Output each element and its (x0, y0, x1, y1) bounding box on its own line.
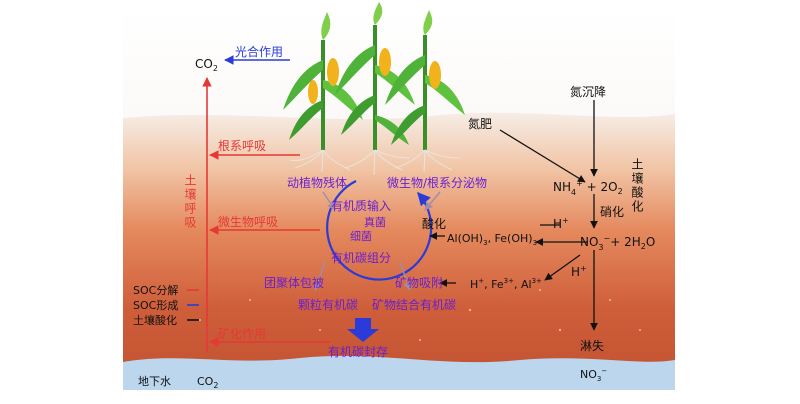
acidification-label: 酸化 (422, 216, 446, 231)
svg-text:SOC分解: SOC分解 (133, 283, 178, 297)
bacteria-label: 细菌 (350, 230, 372, 243)
sequestration-arrow (347, 318, 379, 342)
ammonium-label: NH4+ + 2O2 (553, 179, 623, 197)
photosynthesis-label: 光合作用 (235, 44, 283, 59)
legend: SOC分解 SOC形成 土壤酸化 (133, 283, 199, 327)
cation-release-arrow (544, 254, 581, 281)
organic-carbon-component-label: 有机碳组分 (331, 251, 391, 265)
corn-plant-right (385, 10, 465, 150)
co2-top-label: CO2 (195, 57, 218, 73)
nitrogen-arrows (429, 100, 598, 331)
svg-text:土壤酸化: 土壤酸化 (133, 313, 177, 327)
nitrogen-fertilizer-label: 氮肥 (468, 116, 492, 131)
svg-text:SOC形成: SOC形成 (133, 299, 178, 312)
corn-plants (283, 2, 465, 176)
secondary-arrows (313, 191, 441, 291)
nitrate-label: NO3−+ 2H2O (580, 234, 655, 252)
hydroxides-label: Al(OH)3, Fe(OH)3 (447, 232, 537, 247)
legend-item-soc-decomposition: SOC分解 (133, 283, 199, 297)
legend-item-soil-acidification: 土壤酸化 (133, 313, 199, 327)
h-plus-label: H+ (553, 216, 569, 231)
corn-plant-left (283, 12, 363, 150)
nitrogen-deposition-label: 氮沉降 (570, 84, 606, 99)
groundwater-layer (123, 355, 675, 390)
plant-residue-label: 动植物残体 (287, 175, 347, 190)
root-systems (289, 149, 461, 176)
aggregate-occlusion-label: 团聚体包被 (264, 276, 324, 290)
mineral-adsorption-label: 矿物吸附 (395, 276, 443, 290)
legend-item-soc-formation: SOC形成 (133, 299, 199, 312)
mineral-associated-oc-label: 矿物结合有机碳 (372, 297, 456, 312)
h-plus-lower-label: H+ (571, 264, 587, 279)
om-input-label: 有机质输入 (331, 198, 391, 213)
soil-acidification-label: 土壤酸化 (630, 158, 644, 214)
soil-speckles (199, 289, 641, 341)
mineralization-label: 矿化作用 (218, 327, 266, 341)
soil-layer (123, 112, 675, 390)
oc-storage-label: 有机碳封存 (328, 345, 388, 359)
soil-respiration-label: 土壤呼吸 (183, 174, 197, 230)
fungi-label: 真菌 (364, 215, 386, 229)
cations-label: H+, Fe3+, Al3+ (470, 277, 542, 291)
co2-bottom-label: CO2 (197, 375, 218, 390)
labels-carbon: CO2 光合作用 根系呼吸 微生物呼吸 矿化作用 土壤呼吸 地下水 CO2 (138, 44, 283, 390)
microbial-respiration-label: 微生物呼吸 (218, 215, 278, 229)
microbial-exudates-label: 微生物/根系分泌物 (387, 176, 487, 190)
labels-soc: 动植物残体 微生物/根系分泌物 有机质输入 真菌 细菌 有机碳组分 团聚体包被 … (264, 175, 487, 359)
fertilizer-arrow (499, 129, 586, 183)
nitrification-label: 硝化 (600, 205, 624, 219)
groundwater-label: 地下水 (138, 375, 171, 388)
carbon-loss-arrows (202, 77, 330, 352)
particulate-oc-label: 颗粒有机碳 (298, 297, 358, 312)
leaching-label: 淋失 (580, 338, 604, 353)
labels-nitrogen: 氮沉降 氮肥 NH4+ + 2O2 土壤酸化 硝化 NO3−+ 2H2O H+ … (422, 84, 655, 383)
root-respiration-label: 根系呼吸 (218, 139, 266, 153)
nitrate-bottom-label: NO3− (580, 367, 607, 383)
